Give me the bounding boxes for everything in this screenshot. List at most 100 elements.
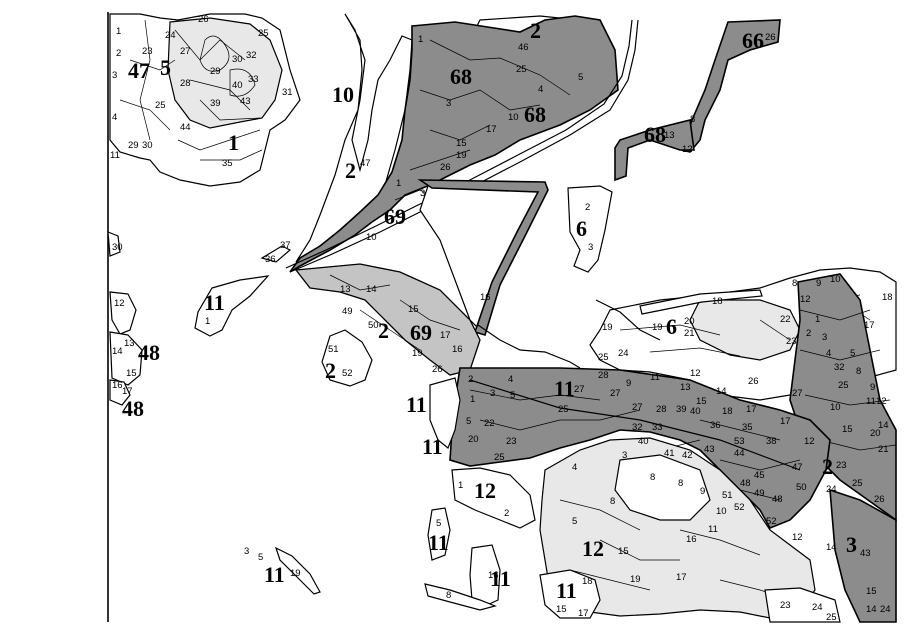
- compartment-label: 1: [815, 314, 820, 325]
- compartment-label: 3: [588, 242, 593, 253]
- block-label: 6: [576, 216, 587, 241]
- block-12-center: [451, 467, 536, 529]
- compartment-label: 19: [412, 348, 423, 359]
- compartment-label: 12: [792, 532, 803, 543]
- compartment-label: 3: [420, 188, 425, 199]
- compartment-label: 20: [684, 316, 695, 327]
- parcel-30-left: [107, 231, 121, 257]
- compartment-label: 21: [684, 328, 695, 339]
- compartment-label: 52: [734, 502, 745, 513]
- block-label: 2: [822, 454, 833, 479]
- compartment-label: 52: [766, 516, 777, 527]
- compartment-label: 28: [598, 370, 609, 381]
- block-68-strip: [614, 119, 695, 182]
- compartment-label: 16: [452, 344, 463, 355]
- compartment-label: 2: [116, 48, 121, 59]
- compartment-label: 25: [852, 478, 863, 489]
- compartment-label: 35: [222, 158, 233, 169]
- compartment-label: 30: [112, 242, 123, 253]
- compartment-label: 5: [510, 390, 515, 401]
- compartment-label: 11: [110, 150, 120, 161]
- compartment-label: 23: [836, 460, 847, 471]
- compartment-label: 38: [766, 436, 777, 447]
- block-label: 68: [450, 64, 472, 89]
- compartment-label: 14: [366, 284, 377, 295]
- compartment-label: 27: [574, 384, 585, 395]
- compartment-label: 26: [432, 364, 443, 375]
- compartment-label: 4: [572, 462, 577, 473]
- compartment-label: 17: [864, 320, 875, 331]
- block-label-layer: 1 2 2 2 2 5 6 6 10 11 11 11 11 11 11 11 …: [122, 18, 857, 603]
- compartment-label: 5: [436, 518, 441, 529]
- block-label: 2: [530, 18, 541, 43]
- compartment-label: 26: [765, 32, 776, 43]
- compartment-label: 8: [856, 366, 861, 377]
- compartment-label: 44: [734, 448, 745, 459]
- block-label: 12: [474, 478, 496, 503]
- compartment-label: 51: [722, 490, 733, 501]
- compartment-label: 49: [342, 306, 353, 317]
- compartment-label: 1: [396, 178, 401, 189]
- road-center-link: [477, 324, 581, 369]
- road-band-1: [469, 379, 801, 471]
- block-label: 11: [554, 376, 575, 401]
- compartment-label: 11: [708, 524, 718, 535]
- compartment-label: 17: [122, 386, 133, 397]
- compartment-label: 5: [578, 72, 583, 83]
- compartment-label: 23: [506, 436, 517, 447]
- compartment-label: 32: [246, 50, 257, 61]
- block-label: 11: [422, 434, 443, 459]
- compartment-label: 3: [822, 332, 827, 343]
- compartment-label: 39: [210, 98, 221, 109]
- compartment-label: 8: [650, 472, 655, 483]
- compartment-label: 16: [686, 534, 697, 545]
- compartment-label: 50: [796, 482, 807, 493]
- compartment-label: 22: [780, 314, 791, 325]
- compartment-label: 52: [342, 368, 353, 379]
- compartment-label: 33: [248, 74, 259, 85]
- compartment-label: 17: [780, 416, 791, 427]
- compartment-label: 43: [860, 548, 871, 559]
- compartment-label: 23: [786, 336, 797, 347]
- block-11-bottom-left: [274, 546, 321, 595]
- compartment-label: 19: [290, 568, 301, 579]
- block-label: 66: [742, 28, 764, 53]
- compartment-label: 10: [716, 506, 727, 517]
- road-68-a: [289, 19, 639, 273]
- compartment-label: 44: [180, 122, 191, 133]
- compartment-label: 40: [690, 406, 701, 417]
- block-11-center: [429, 377, 461, 449]
- block-label: 2: [345, 158, 356, 183]
- compartment-label: 47: [360, 158, 371, 169]
- compartment-label: 40: [232, 80, 243, 91]
- block-11-lower: [427, 507, 451, 561]
- compartment-label: 18: [882, 292, 893, 303]
- compartment-label: 33: [652, 422, 663, 433]
- compartment-label: 25: [826, 612, 837, 623]
- compartment-label: 12: [114, 298, 125, 309]
- compartment-label: 48: [740, 478, 751, 489]
- compartment-label: 4: [538, 84, 543, 95]
- compartment-label: 9: [816, 278, 821, 289]
- compartment-label: 41: [664, 448, 675, 459]
- compartment-label: 3: [112, 70, 117, 81]
- compartment-label: 15: [696, 396, 707, 407]
- block-12-left: [109, 291, 137, 335]
- block-6-small: [567, 185, 613, 273]
- compartment-label: 40: [638, 436, 649, 447]
- compartment-label: 53: [734, 436, 745, 447]
- block-label: 6: [666, 314, 677, 339]
- block-label: 11: [264, 562, 285, 587]
- block-label: 12: [582, 536, 604, 561]
- compartment-label: 16: [480, 292, 491, 303]
- compartment-label: 24: [880, 604, 891, 615]
- block-label: 10: [332, 82, 354, 107]
- compartment-label: 10: [830, 274, 841, 285]
- compartment-label: 23: [780, 600, 791, 611]
- compartment-label: 2: [585, 202, 590, 213]
- compartment-label: 2: [806, 328, 811, 339]
- compartment-label: 8: [678, 478, 683, 489]
- compartment-label: 26: [748, 376, 759, 387]
- compartment-label: 17: [440, 330, 451, 341]
- compartment-label: 14: [826, 542, 837, 553]
